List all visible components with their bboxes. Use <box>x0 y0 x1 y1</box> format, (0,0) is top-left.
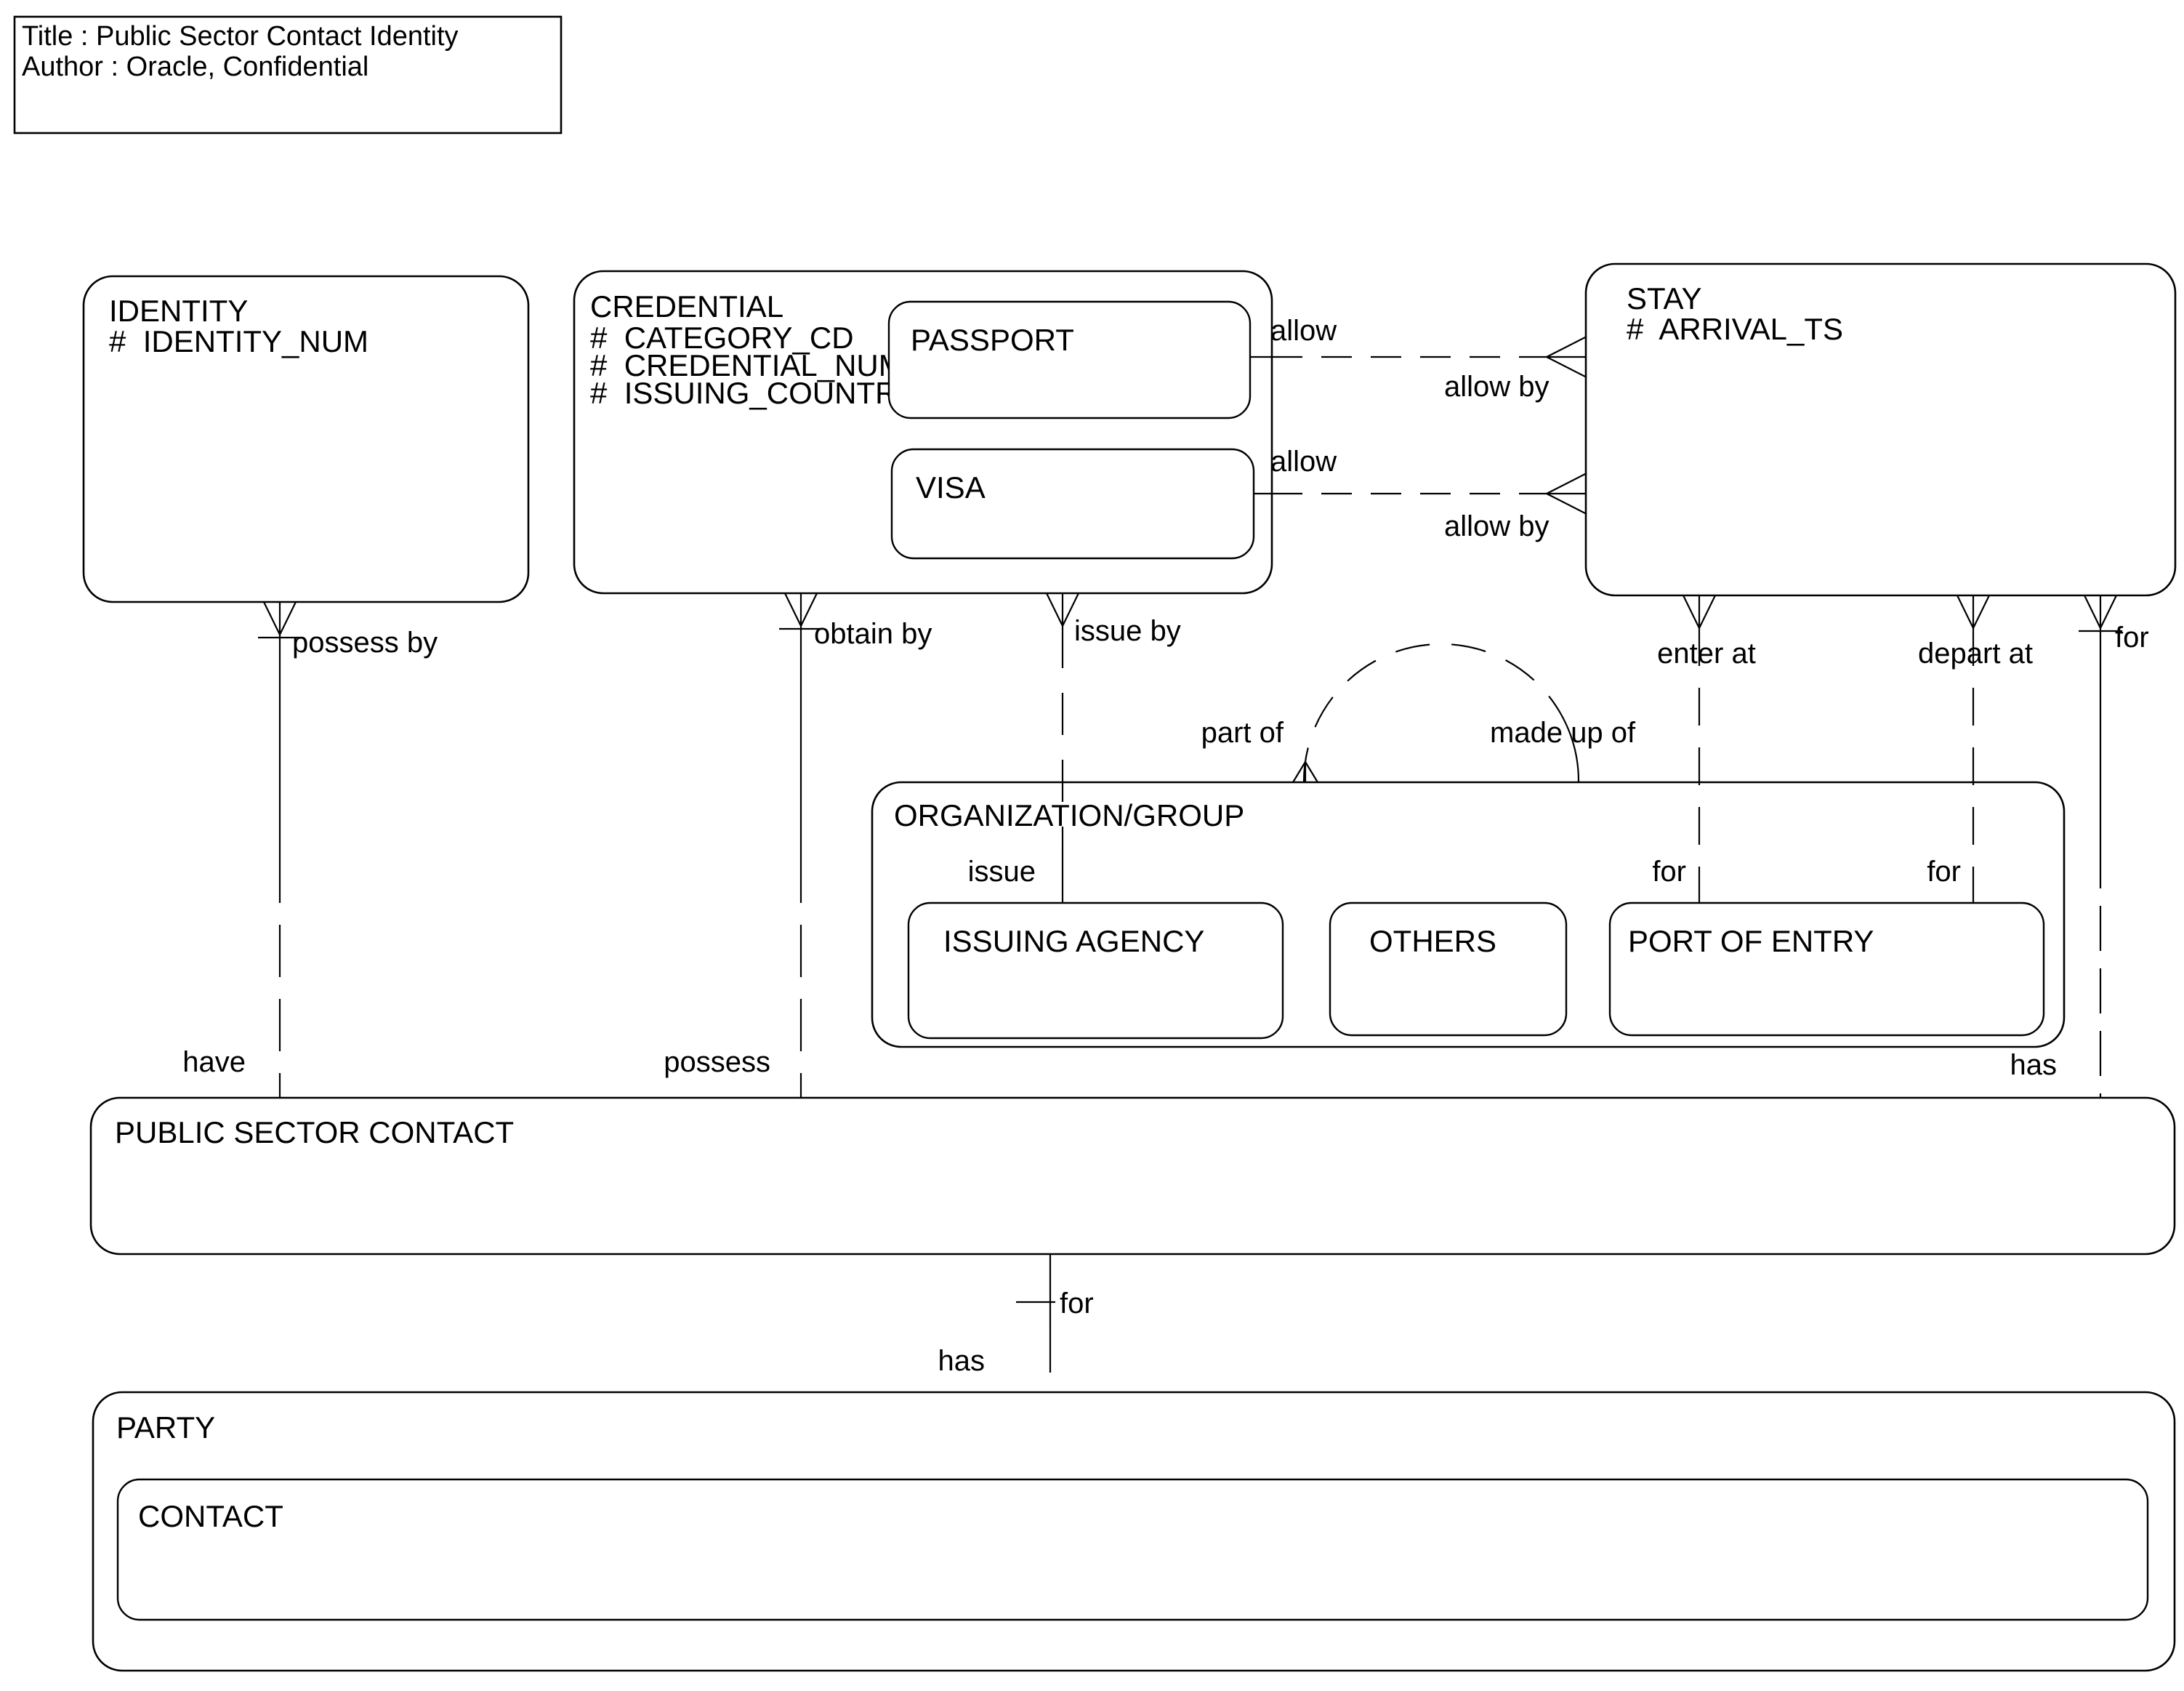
crows-foot-stay-for <box>2084 595 2117 629</box>
crows-foot-stay-enter <box>1683 595 1716 629</box>
relationship-label-allow-by-visa: allow by <box>1444 510 1550 542</box>
entity-organization-group-frame[interactable] <box>871 781 2066 1048</box>
entity-identity-title: IDENTITY <box>109 294 248 328</box>
subtype-contact-frame[interactable] <box>116 1478 2149 1621</box>
relationship-label-enter-at: enter at <box>1657 638 1756 670</box>
relationship-visa-stay[interactable]: allow allow by <box>1254 446 1587 542</box>
diagram-title: Title : Public Sector Contact Identity <box>22 21 459 52</box>
entity-party-frame[interactable] <box>92 1391 2176 1672</box>
entity-credential-attr-category-cd: # CATEGORY_CD <box>590 321 854 355</box>
relationship-psc-party[interactable]: for has <box>938 1254 1094 1392</box>
entity-public-sector-contact[interactable]: PUBLIC SECTOR CONTACT <box>89 1096 2176 1256</box>
relationship-label-has-party: has <box>938 1345 986 1377</box>
relationship-label-has-stay: has <box>2010 1049 2058 1081</box>
entity-organization-group-title: ORGANIZATION/GROUP <box>894 798 1244 832</box>
relationship-label-depart-at: depart at <box>1918 638 2033 670</box>
title-block-frame <box>13 15 563 134</box>
relationship-label-issue-by: issue by <box>1074 615 1181 647</box>
relationship-stay-port-enter[interactable]: enter at for <box>1652 595 1756 903</box>
subtype-others-title: OTHERS <box>1369 924 1496 958</box>
relationship-label-possess-by: possess by <box>292 627 438 659</box>
relationship-passport-stay[interactable]: allow allow by <box>1250 315 1587 403</box>
subtype-others-frame[interactable] <box>1329 901 1568 1037</box>
subtype-passport-frame[interactable] <box>887 300 1252 419</box>
relationship-credential-issuing-agency[interactable]: issue by issue <box>968 593 1181 903</box>
relationship-label-issue: issue <box>968 856 1036 888</box>
subtype-issuing-agency-frame[interactable] <box>907 901 1284 1040</box>
relationship-label-allow-visa: allow <box>1270 446 1337 478</box>
relationship-label-part-of: part of <box>1201 717 1284 749</box>
entity-credential-attr-issuing-country: # ISSUING_COUNTRY <box>590 376 917 410</box>
org-recursive-dashed-arc[interactable] <box>1302 643 1561 783</box>
entity-stay-frame[interactable] <box>1584 262 2177 597</box>
entity-party[interactable]: PARTY CONTACT <box>92 1391 2176 1672</box>
org-recursive-solid-arc[interactable] <box>1560 712 1580 783</box>
entity-party-title: PARTY <box>116 1410 215 1445</box>
crows-foot-identity <box>263 601 297 635</box>
entity-public-sector-contact-frame[interactable] <box>89 1096 2176 1256</box>
subtype-visa-title: VISA <box>916 470 986 505</box>
crows-foot-stay-allow-visa <box>1546 473 1587 515</box>
crows-foot-org-part-of <box>1292 761 1318 783</box>
subtype-visa-frame[interactable] <box>890 448 1255 560</box>
crows-foot-stay-depart <box>1957 595 1990 629</box>
relationship-stay-psc[interactable]: for has <box>2010 595 2149 1098</box>
relationship-identity-psc[interactable]: possess by have <box>182 601 438 1098</box>
title-block: Title : Public Sector Contact Identity A… <box>13 15 563 134</box>
entity-stay-attr-arrival-ts: # ARRIVAL_TS <box>1627 312 1843 346</box>
relationship-org-recursive[interactable]: part of made up of <box>1201 643 1636 783</box>
relationship-label-for-stay: for <box>2115 622 2149 654</box>
entity-credential[interactable]: CREDENTIAL # CATEGORY_CD # CREDENTIAL_NU… <box>573 270 1273 595</box>
relationship-label-obtain-by: obtain by <box>814 618 932 650</box>
entity-identity-attr-identity-num: # IDENTITY_NUM <box>109 324 368 358</box>
subtype-passport-title: PASSPORT <box>911 323 1074 357</box>
crows-foot-credential-issue <box>1046 593 1079 627</box>
relationship-stay-port-depart[interactable]: depart at for <box>1918 595 2033 903</box>
subtype-issuing-agency-title: ISSUING AGENCY <box>943 924 1204 958</box>
entity-public-sector-contact-title: PUBLIC SECTOR CONTACT <box>115 1115 514 1149</box>
relationship-label-for-enter: for <box>1652 856 1686 888</box>
relationship-credential-psc[interactable]: obtain by possess <box>664 593 932 1098</box>
crows-foot-credential-obtain <box>784 593 818 627</box>
entity-organization-group[interactable]: ORGANIZATION/GROUP ISSUING AGENCY OTHERS… <box>871 781 2066 1048</box>
entity-identity-frame[interactable] <box>82 275 530 603</box>
subtype-port-of-entry-frame[interactable] <box>1608 901 2045 1037</box>
relationship-label-have: have <box>182 1046 246 1078</box>
relationship-label-possess: possess <box>664 1046 770 1078</box>
crows-foot-stay-allow-passport <box>1546 336 1587 378</box>
diagram-author: Author : Oracle, Confidential <box>22 52 368 82</box>
relationship-label-allow-passport: allow <box>1270 315 1337 347</box>
entity-credential-attr-credential-num: # CREDENTIAL_NUM <box>590 348 904 382</box>
relationship-label-allow-by-passport: allow by <box>1444 371 1550 403</box>
relationship-label-made-up-of: made up of <box>1490 717 1636 749</box>
entity-credential-title: CREDENTIAL <box>590 289 783 324</box>
relationship-label-for-depart: for <box>1927 856 1961 888</box>
subtype-port-of-entry-title: PORT OF ENTRY <box>1628 924 1874 958</box>
entity-identity[interactable]: IDENTITY # IDENTITY_NUM <box>82 275 530 603</box>
entity-credential-frame[interactable] <box>573 270 1273 595</box>
entity-stay-title: STAY <box>1627 281 1701 316</box>
relationship-label-for-party: for <box>1060 1288 1094 1320</box>
subtype-contact-title: CONTACT <box>138 1499 283 1533</box>
entity-stay[interactable]: STAY # ARRIVAL_TS <box>1584 262 2177 597</box>
